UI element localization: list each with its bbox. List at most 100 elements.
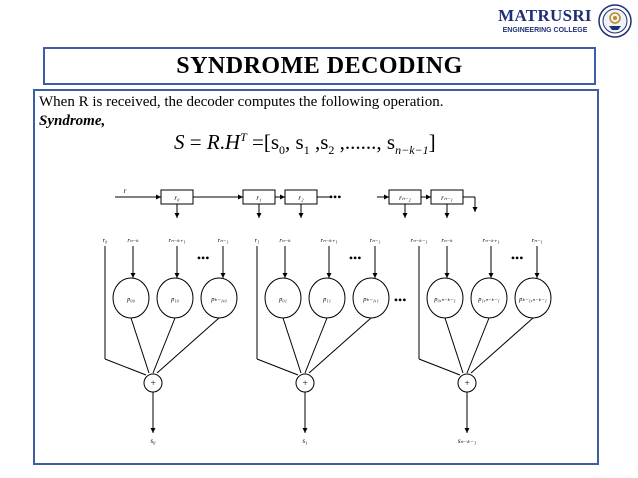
input-tap-label: rₙ₋₁: [218, 237, 229, 244]
formula-s: S: [174, 130, 185, 154]
input-tap-label: rₙ₋ₖ: [441, 237, 453, 244]
node-to-adder-line: [304, 317, 328, 374]
node-to-adder-line: [130, 317, 150, 374]
register-link-arrow: [238, 194, 243, 200]
input-tap-label: rₙ₋ₖ: [279, 237, 291, 244]
node-to-adder-line: [466, 317, 490, 374]
register-link-arrow: [384, 194, 389, 200]
group-ellipsis: •••: [394, 293, 407, 307]
formula-h-sup: T: [240, 130, 247, 144]
direct-input-line: [256, 358, 299, 376]
direct-input-line: [104, 358, 147, 376]
adder-output-arrow: [464, 428, 470, 433]
input-label: r: [124, 187, 127, 195]
input-tap-label: r₁: [255, 237, 260, 244]
adder-symbol: +: [302, 378, 308, 388]
formula-dots: ,......, s: [334, 130, 396, 154]
adder-output-arrow: [302, 428, 308, 433]
node-input-arrow: [372, 273, 378, 278]
syndrome-output-label: sₙ₋ₖ₋₁: [458, 437, 476, 445]
node-to-adder-line: [308, 317, 372, 374]
formula-sep2: ,s: [309, 130, 329, 154]
node-input-arrow: [220, 273, 226, 278]
node-to-adder-line: [282, 317, 302, 374]
register-tap-arrow: [444, 213, 450, 218]
intro-text: When R is received, the decoder computes…: [39, 94, 444, 110]
register-label: r₂: [298, 194, 304, 202]
input-tap-label: rₙ₋ₖ₊₁: [482, 237, 499, 244]
parity-node-label: p₁,ₙ₋ₖ₋₁: [477, 296, 500, 303]
syndrome-output-label: s₁: [302, 437, 307, 445]
syndrome-output-label: s₀: [150, 437, 156, 445]
parity-node-label: p₀₀: [126, 296, 135, 303]
formula-eq: =: [189, 130, 202, 154]
parity-node-label: pₖ₋₁,₀: [210, 296, 227, 303]
adder-output-arrow: [150, 428, 156, 433]
syndrome-label: Syndrome,: [39, 113, 106, 129]
tap-ellipsis: •••: [349, 251, 362, 265]
formula-close: ]: [428, 130, 436, 154]
formula-s2-sub: 2: [328, 143, 335, 158]
direct-input-line: [418, 358, 461, 376]
input-tap-label: rₙ₋₁: [370, 237, 381, 244]
register-tap-arrow: [402, 213, 408, 218]
register-label: rₙ₋₂: [399, 194, 411, 202]
adder-symbol: +: [464, 378, 470, 388]
parity-node-label: p₁₀: [170, 296, 179, 303]
input-tap-label: r₀: [103, 237, 108, 244]
title-box: SYNDROME DECODING: [43, 47, 596, 85]
parity-node-label: p₁₁: [322, 296, 331, 303]
register-link-arrow: [426, 194, 431, 200]
formula-dot: .: [219, 130, 225, 154]
node-input-arrow: [488, 273, 494, 278]
formula-s1-sub: 1: [303, 143, 310, 158]
register-tap-arrow: [256, 213, 262, 218]
register-tap-arrow: [174, 213, 180, 218]
node-input-arrow: [130, 273, 136, 278]
register-label: r₀: [174, 194, 180, 202]
node-to-adder-line: [470, 317, 534, 374]
node-to-adder-line: [152, 317, 176, 374]
register-label: r₁: [256, 194, 261, 202]
input-tap-label: rₙ₋₁: [532, 237, 543, 244]
node-input-arrow: [326, 273, 332, 278]
syndrome-circuit-diagram: r r₀ r₁ r₂ rₙ₋₂ rₙ₋₁ ••• r₀ rₙ₋ₖ rₙ₋ₖ₊₁ rₙ₋₁ p₀₀ p₁₀…: [103, 187, 552, 445]
parity-node-label: pₖ₋₁,ₙ₋ₖ₋₁: [518, 296, 547, 303]
register-label: rₙ₋₁: [441, 194, 453, 202]
input-tap-label: rₙ₋ₖ₋₁: [410, 237, 427, 244]
college-logo-text: MATRUSRI ENGINEERING COLLEGE: [490, 6, 600, 34]
register-tap-arrow: [298, 213, 304, 218]
content-box: [33, 89, 599, 465]
node-input-arrow: [444, 273, 450, 278]
tap-ellipsis: •••: [197, 251, 210, 265]
node-to-adder-line: [156, 317, 220, 374]
formula-r: R: [206, 130, 220, 154]
tap-ellipsis: •••: [511, 251, 524, 265]
node-input-arrow: [174, 273, 180, 278]
node-input-arrow: [534, 273, 540, 278]
input-arrow: [156, 194, 161, 200]
input-tap-label: rₙ₋ₖ₊₁: [168, 237, 185, 244]
formula-h: H: [224, 130, 241, 154]
parity-node-label: p₀₁: [278, 296, 287, 303]
input-tap-label: rₙ₋ₖ: [127, 237, 139, 244]
college-seal-icon: [598, 4, 632, 38]
formula-rhs: =[s: [252, 130, 280, 154]
node-to-adder-line: [444, 317, 464, 374]
adder-symbol: +: [150, 378, 156, 388]
parity-node-label: p₀,ₙ₋ₖ₋₁: [433, 296, 456, 303]
input-tap-label: rₙ₋ₖ₊₁: [320, 237, 337, 244]
register-out-arrow: [472, 207, 478, 212]
formula-sn-sub: n−k−1: [395, 143, 429, 158]
logo-subtitle: ENGINEERING COLLEGE: [502, 27, 588, 34]
syndrome-formula: S = R.HT =[s0, s1 ,s2 ,......, sn−k−1]: [174, 130, 436, 158]
register-ellipsis: •••: [329, 190, 342, 204]
node-input-arrow: [282, 273, 288, 278]
formula-sep1: , s: [285, 130, 304, 154]
slide-title: SYNDROME DECODING: [176, 52, 463, 79]
register-link-arrow: [280, 194, 285, 200]
logo-name: MATRUSRI: [498, 6, 592, 25]
formula-s0-sub: 0: [279, 143, 286, 158]
parity-node-label: pₖ₋₁,₁: [362, 296, 379, 303]
